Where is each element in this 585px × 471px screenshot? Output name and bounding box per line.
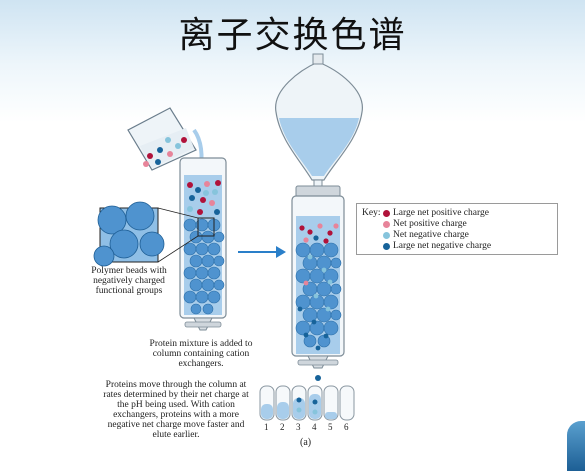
collection-tubes [259, 385, 355, 421]
mixture-label: Protein mixture is added to column conta… [149, 339, 253, 369]
key-item-negative: Net negative charge [383, 230, 469, 241]
dot-icon [383, 210, 390, 217]
key-item-large-negative: Large net negative charge [383, 241, 491, 252]
left-column [179, 157, 227, 331]
legend-key: Key: Large net positive charge Net posit… [356, 203, 558, 255]
beaker-icon [127, 107, 204, 176]
tube-number: 2 [280, 422, 285, 432]
proteins-move-label: Proteins move through the column at rate… [103, 380, 249, 440]
tube-number: 6 [344, 422, 349, 432]
tube-number: 5 [328, 422, 333, 432]
page-title: 离子交换色谱 [178, 15, 407, 56]
key-item-large-positive: Large net positive charge [383, 208, 489, 219]
dot-icon [383, 232, 390, 239]
tube-number: 1 [264, 422, 269, 432]
right-column [291, 185, 345, 381]
beads-label: Polymer beads with negatively charged fu… [91, 266, 167, 296]
corner-decoration [567, 421, 585, 471]
key-heading: Key: [362, 208, 381, 218]
tube-number: 4 [312, 422, 317, 432]
tube-number: 3 [296, 422, 301, 432]
key-item-positive: Net positive charge [383, 219, 467, 230]
figure-tag: (a) [300, 437, 312, 448]
separatory-funnel [275, 53, 363, 195]
dot-icon [383, 221, 390, 228]
arrow-right-icon [238, 246, 286, 258]
dot-icon [383, 243, 390, 250]
bead-inset [93, 201, 165, 267]
